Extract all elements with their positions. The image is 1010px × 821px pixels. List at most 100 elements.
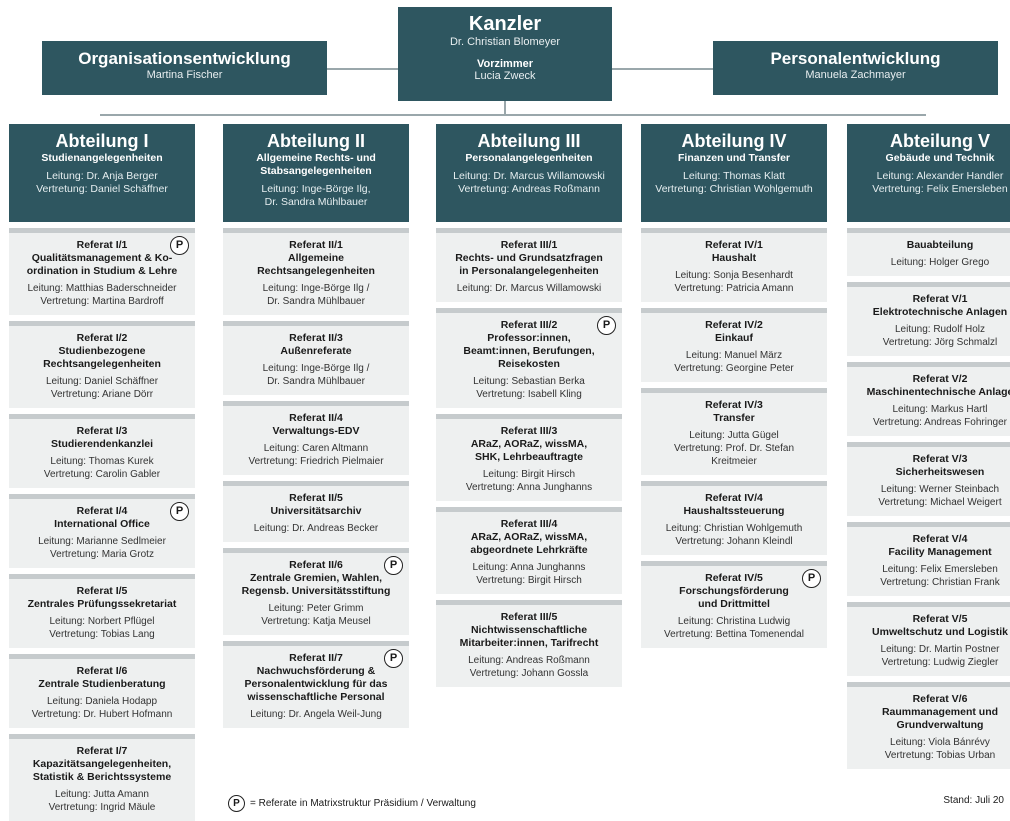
- matrix-badge-icon: P: [170, 236, 189, 255]
- department-details: Leitung: Dr. Marcus Willamowski Vertretu…: [453, 170, 605, 195]
- referat-details: Leitung: Jutta Gügel Vertretung: Prof. D…: [673, 430, 795, 467]
- referat-title: Referat III/5 Nichtwissenschaftliche Mit…: [459, 611, 599, 649]
- referat-title: Referat III/1 Rechts- und Grundsatzfrage…: [455, 239, 603, 277]
- referat-details: Leitung: Rudolf Holz Vertretung: Jörg Sc…: [882, 324, 998, 348]
- referat-title: Referat II/1 Allgemeine Rechtsangelegenh…: [257, 239, 375, 277]
- referat-details: Leitung: Daniela Hodapp Vertretung: Dr. …: [31, 696, 173, 720]
- referat-title: Referat V/6 Raummanagement und Grundverw…: [881, 693, 999, 731]
- referat-box: Referat III/1 Rechts- und Grundsatzfrage…: [436, 228, 622, 302]
- referat-title: Referat II/6 Zentrale Gremien, Wahlen, R…: [241, 559, 391, 597]
- org-title: Organisationsentwicklung: [78, 49, 291, 68]
- referat-title: Referat II/7 Nachwuchsförderung & Person…: [244, 652, 388, 703]
- referat-details: Leitung: Dr. Andreas Becker: [253, 523, 379, 534]
- department-details: Leitung: Thomas Klatt Vertretung: Christ…: [655, 170, 813, 195]
- referat-details: Leitung: Birgit Hirsch Vertretung: Anna …: [465, 469, 593, 493]
- matrix-badge-icon: P: [597, 316, 616, 335]
- referat-title: Referat I/5 Zentrales Prüfungssekretaria…: [27, 585, 177, 610]
- organisationsentwicklung-box: Organisationsentwicklung Martina Fischer: [42, 41, 327, 95]
- referat-details: Leitung: Norbert Pflügel Vertretung: Tob…: [49, 616, 155, 640]
- referat-details: Leitung: Christina Ludwig Vertretung: Be…: [664, 616, 804, 640]
- referat-details: Leitung: Peter Grimm Vertretung: Katja M…: [261, 603, 371, 627]
- referat-title: Referat IV/5 Forschungsförderung und Dri…: [679, 572, 789, 610]
- connector-line: [504, 100, 506, 114]
- department-subtitle: Studienangelegenheiten: [41, 152, 163, 164]
- referat-details: Leitung: Werner Steinbach Vertretung: Mi…: [878, 484, 1002, 508]
- department-details: Leitung: Dr. Anja Berger Vertretung: Dan…: [36, 170, 168, 195]
- referat-details: Leitung: Markus Hartl Vertretung: Andrea…: [873, 404, 1007, 428]
- referat-details: Leitung: Jutta Amann Vertretung: Ingrid …: [48, 789, 156, 813]
- vorzimmer-name: Lucia Zweck: [474, 70, 536, 82]
- referat-box: Referat III/5 Nichtwissenschaftliche Mit…: [436, 600, 622, 687]
- department-title: Abteilung V: [890, 131, 990, 151]
- referat-details: Leitung: Sonja Besenhardt Vertretung: Pa…: [674, 270, 794, 294]
- matrix-badge-icon: P: [384, 649, 403, 668]
- vorzimmer-label: Vorzimmer: [476, 58, 534, 70]
- referat-details: Leitung: Caren Altmann Vertretung: Fried…: [248, 443, 384, 467]
- referat-details: Leitung: Dr. Martin Postner Vertretung: …: [880, 644, 1000, 668]
- referat-title: Referat I/4 International Office: [54, 505, 150, 530]
- referat-title: Referat V/2 Maschinentechnische Anlage: [866, 373, 1010, 398]
- kanzler-name: Dr. Christian Blomeyer: [449, 36, 561, 48]
- referat-title: Referat IV/3 Transfer: [705, 399, 763, 424]
- referat-details: Leitung: Inge-Börge Ilg / Dr. Sandra Müh…: [262, 283, 370, 307]
- kanzler-box: Kanzler Dr. Christian Blomeyer Vorzimmer…: [398, 7, 612, 101]
- department-title: Abteilung IV: [681, 131, 787, 151]
- referat-title: Referat IV/2 Einkauf: [705, 319, 763, 344]
- personalentwicklung-box: Personalentwicklung Manuela Zachmayer: [713, 41, 998, 95]
- referat-details: Leitung: Marianne Sedlmeier Vertretung: …: [38, 536, 166, 560]
- connector-line: [100, 114, 926, 116]
- department-subtitle: Finanzen und Transfer: [677, 152, 790, 164]
- referat-details: Leitung: Holger Grego: [890, 257, 990, 268]
- matrix-badge-icon: P: [170, 502, 189, 521]
- referat-title: Referat I/7 Kapazitätsangelegenheiten, S…: [32, 745, 172, 783]
- legend: P = Referate in Matrixstruktur Präsidium…: [228, 795, 476, 812]
- referat-details: Leitung: Matthias Baderschneider Vertret…: [27, 283, 177, 307]
- referat-box: Referat III/4 ARaZ, AORaZ, wissMA, abgeo…: [436, 507, 622, 594]
- referat-details: Leitung: Felix Emersleben Vertretung: Ch…: [880, 564, 1000, 588]
- referat-details: Leitung: Dr. Angela Weil-Jung: [250, 709, 382, 720]
- matrix-badge-icon: P: [228, 795, 245, 812]
- department-title: Abteilung I: [55, 131, 149, 151]
- legend-text: = Referate in Matrixstruktur Präsidium /…: [250, 798, 476, 809]
- referat-title: Referat II/3 Außenreferate: [280, 332, 352, 357]
- department-details: Leitung: Alexander Handler Vertretung: F…: [872, 170, 1008, 195]
- referat-box: Referat I/1 Qualitätsmanagement & Ko- or…: [9, 228, 195, 315]
- referat-title: Referat V/1 Elektrotechnische Anlagen: [872, 293, 1008, 318]
- org-name: Martina Fischer: [146, 69, 223, 81]
- department-subtitle: Gebäude und Technik: [885, 152, 995, 164]
- referat-box: Referat I/2 Studienbezogene Rechtsangele…: [9, 321, 195, 408]
- referat-title: Referat V/5 Umweltschutz und Logistik: [872, 613, 1008, 638]
- matrix-badge-icon: P: [384, 556, 403, 575]
- referat-details: Leitung: Christian Wohlgemuth Vertretung…: [665, 523, 803, 547]
- referat-box: Referat II/4 Verwaltungs-EDV Leitung: Car…: [223, 401, 409, 475]
- personal-name: Manuela Zachmayer: [805, 69, 906, 81]
- department-subtitle: Allgemeine Rechts- und Stabsangelegenhei…: [256, 152, 376, 177]
- referat-details: Leitung: Thomas Kurek Vertretung: Caroli…: [43, 456, 161, 480]
- referat-title: Referat V/3 Sicherheitswesen: [895, 453, 985, 478]
- referat-box: Referat V/6 Raummanagement und Grundverw…: [847, 682, 1010, 769]
- stand-date: Stand: Juli 20: [943, 795, 1004, 806]
- department-title: Abteilung II: [267, 131, 365, 151]
- referat-title: Referat II/4 Verwaltungs-EDV: [272, 412, 360, 437]
- referat-title: Referat III/4 ARaZ, AORaZ, wissMA, abgeo…: [470, 518, 588, 556]
- referat-details: Leitung: Manuel März Vertretung: Georgin…: [674, 350, 794, 374]
- referat-title: Bauabteilung: [906, 239, 974, 251]
- referat-box: Referat II/6 Zentrale Gremien, Wahlen, R…: [223, 548, 409, 635]
- referat-title: Referat I/1 Qualitätsmanagement & Ko- or…: [26, 239, 178, 277]
